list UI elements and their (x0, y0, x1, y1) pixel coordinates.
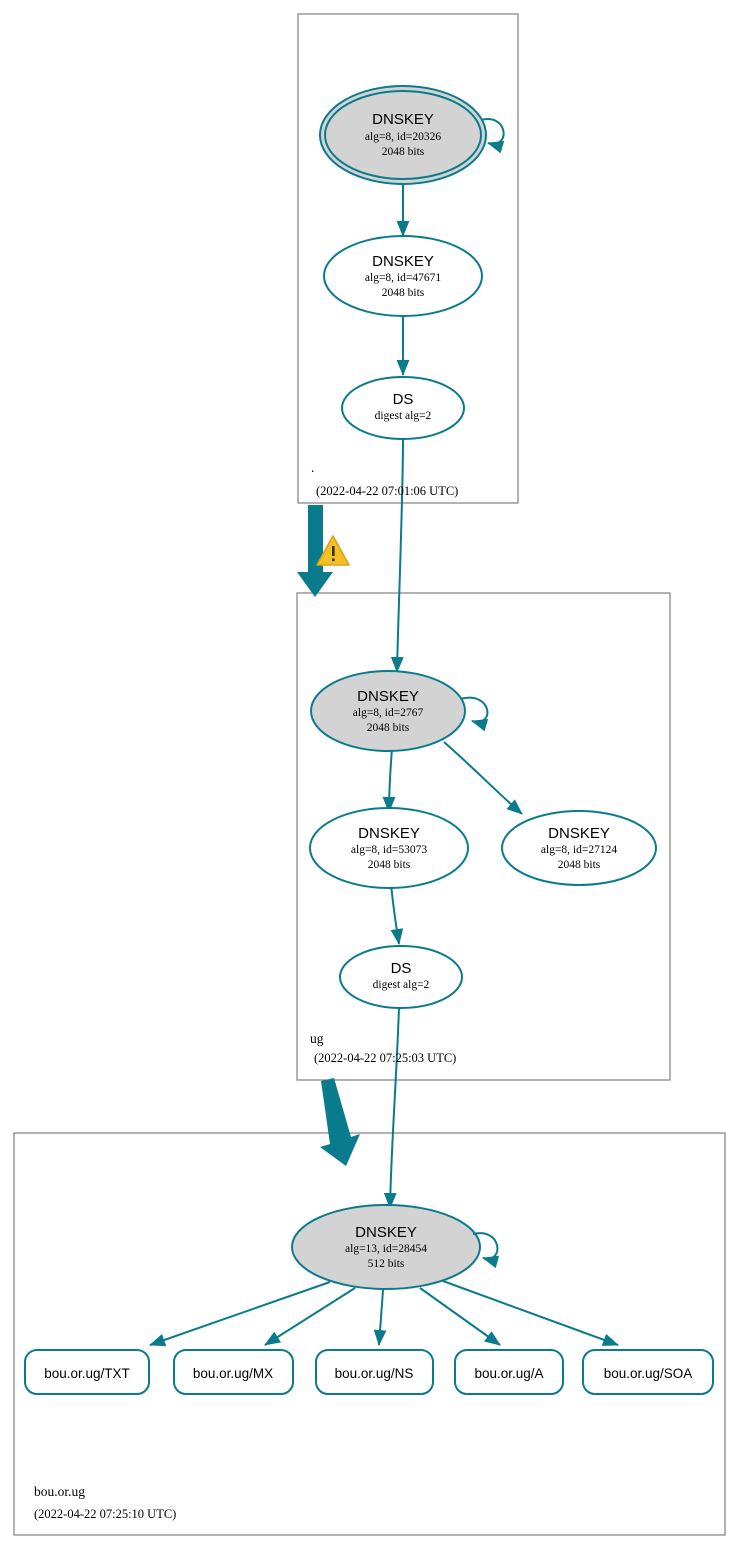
edge-bou-key-to-rr-a (419, 1287, 501, 1346)
edge-ug-ksk-to-ug-zsk-27124 (443, 741, 523, 815)
edge-bou-key-to-rr-soa (442, 1280, 619, 1346)
node-ds-ug[interactable]: DS digest alg=2 (339, 945, 463, 1009)
edge-self-sign-ug-ksk (459, 696, 489, 732)
zone-label-root: . (311, 460, 314, 475)
node-subtitle-alg-id: alg=8, id=27124 (541, 844, 617, 856)
node-subtitle-alg-id: alg=8, id=2767 (353, 707, 424, 719)
zone-timestamp-ug: (2022-04-22 07:25:03 UTC) (314, 1051, 456, 1065)
rrset-label: bou.or.ug/SOA (604, 1366, 693, 1381)
zone-label-ug: ug (310, 1031, 324, 1046)
node-subtitle-alg-id: alg=8, id=53073 (351, 844, 427, 856)
node-title: DNSKEY (358, 825, 420, 842)
node-dnskey-root-20326[interactable]: DNSKEY alg=8, id=20326 2048 bits (319, 85, 487, 185)
zone-box-ug (296, 592, 671, 1081)
rrset-label: bou.or.ug/A (474, 1366, 543, 1381)
node-subtitle-digest: digest alg=2 (375, 410, 432, 422)
zone-label-bou-or-ug: bou.or.ug (34, 1484, 85, 1499)
node-subtitle-digest: digest alg=2 (373, 979, 430, 991)
edge-bou-key-to-rr-mx (264, 1287, 356, 1346)
edge-ug-ksk-to-ug-zsk-53073 (382, 747, 396, 813)
node-title: DS (393, 391, 414, 408)
node-subtitle-bits: 2048 bits (558, 859, 601, 871)
rrset-node-soa[interactable]: bou.or.ug/SOA (582, 1349, 714, 1395)
node-title: DNSKEY (355, 1224, 417, 1241)
edge-ug-zsk-to-ug-ds (390, 883, 404, 945)
node-subtitle-bits: 2048 bits (368, 859, 411, 871)
rrset-label: bou.or.ug/TXT (44, 1366, 130, 1381)
node-dnskey-ug-27124[interactable]: DNSKEY alg=8, id=27124 2048 bits (501, 810, 657, 886)
node-dnskey-bou-28454[interactable]: DNSKEY alg=13, id=28454 512 bits (291, 1204, 481, 1290)
zone-box-bou-or-ug (13, 1132, 726, 1536)
warning-triangle-icon (316, 535, 350, 566)
node-title: DNSKEY (357, 688, 419, 705)
edge-self-sign-bou-key (472, 1232, 500, 1269)
node-subtitle-bits: 2048 bits (382, 146, 425, 158)
node-subtitle-alg-id: alg=8, id=47671 (365, 272, 441, 284)
rrset-node-ns[interactable]: bou.or.ug/NS (315, 1349, 434, 1395)
node-title: DNSKEY (372, 111, 434, 128)
node-dnskey-root-47671[interactable]: DNSKEY alg=8, id=47671 2048 bits (323, 235, 483, 317)
delegation-arrow-root-to-ug (297, 505, 333, 597)
zone-timestamp-root: (2022-04-22 07:01:06 UTC) (316, 484, 458, 498)
edge-bou-key-to-rr-txt (149, 1281, 331, 1347)
rrset-label: bou.or.ug/MX (193, 1366, 273, 1381)
edge-ug-ds-to-bou-key (383, 1006, 400, 1209)
node-ds-root[interactable]: DS digest alg=2 (341, 376, 465, 440)
zone-timestamp-bou-or-ug: (2022-04-22 07:25:10 UTC) (34, 1507, 176, 1521)
edge-root-ds-to-ug-ksk (390, 437, 404, 673)
rrset-label: bou.or.ug/NS (335, 1366, 414, 1381)
edge-self-sign-root-ksk (477, 118, 505, 154)
node-subtitle-bits: 2048 bits (382, 287, 425, 299)
node-dnskey-ug-53073[interactable]: DNSKEY alg=8, id=53073 2048 bits (309, 807, 469, 889)
edge-bou-key-to-rr-ns (373, 1289, 387, 1346)
node-subtitle-bits: 2048 bits (367, 722, 410, 734)
rrset-node-a[interactable]: bou.or.ug/A (454, 1349, 564, 1395)
node-subtitle-alg-id: alg=8, id=20326 (365, 131, 441, 143)
zone-box-root (297, 13, 519, 504)
node-title: DNSKEY (372, 253, 434, 270)
rrset-node-mx[interactable]: bou.or.ug/MX (173, 1349, 294, 1395)
node-subtitle-alg-id: alg=13, id=28454 (345, 1243, 427, 1255)
node-subtitle-bits: 512 bits (368, 1258, 405, 1270)
node-title: DS (391, 960, 412, 977)
node-dnskey-ug-2767[interactable]: DNSKEY alg=8, id=2767 2048 bits (310, 670, 466, 752)
rrset-node-txt[interactable]: bou.or.ug/TXT (24, 1349, 150, 1395)
delegation-arrow-ug-to-bou (320, 1078, 360, 1166)
node-title: DNSKEY (548, 825, 610, 842)
